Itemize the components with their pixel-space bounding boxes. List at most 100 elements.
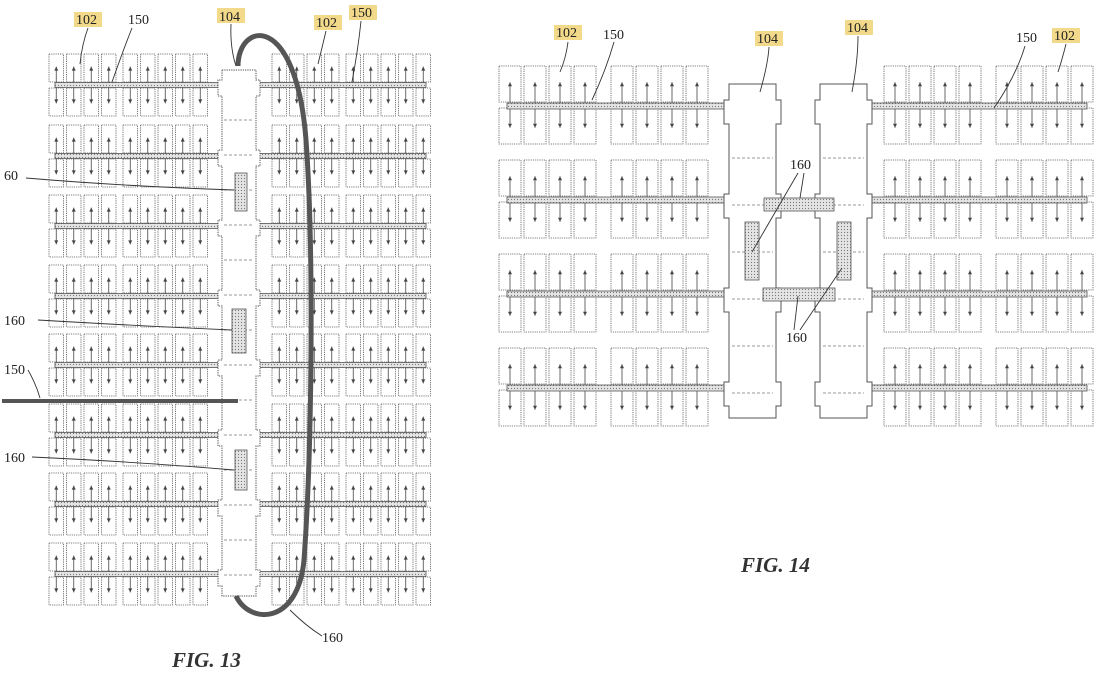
- fig13-tile-pair: [101, 403, 117, 467]
- fig13-label-160-b: 160: [4, 451, 25, 466]
- fig14-tile-pair: [610, 65, 634, 145]
- fig13-tile-pair: [157, 194, 173, 258]
- fig14-tile-pair: [660, 253, 684, 333]
- fig13-tile-pair: [83, 472, 99, 536]
- fig13-bus-bar-right: [249, 293, 427, 299]
- fig13-tile-pair: [271, 333, 287, 397]
- fig14-tile-pair: [1020, 253, 1044, 333]
- fig13-tile-pair: [398, 333, 414, 397]
- fig13-loop-connector-160: [233, 33, 314, 618]
- fig14-tile-pair: [635, 65, 659, 145]
- fig13-tile-pair: [345, 194, 361, 258]
- fig14-tile-pair: [610, 347, 634, 427]
- fig14-tile-pair: [1070, 159, 1094, 239]
- fig13-tile-pair: [175, 264, 191, 328]
- fig13-tile-pair: [48, 403, 64, 467]
- fig13-tile-pair: [271, 403, 287, 467]
- fig13-tile-pair: [324, 542, 340, 606]
- fig13-tile-pair: [83, 264, 99, 328]
- fig14-tile-pair: [635, 253, 659, 333]
- fig13-tile-pair: [363, 194, 379, 258]
- fig14-leader-lines: [559, 35, 1067, 331]
- fig13-tile-pair: [345, 333, 361, 397]
- fig13-tile-pair: [324, 124, 340, 188]
- fig13-connector-160: [231, 308, 247, 354]
- fig13-tile-pair: [122, 542, 138, 606]
- fig14-tile-pair: [660, 347, 684, 427]
- fig13-tile-pair: [157, 472, 173, 536]
- fig14-bus-bar-right: [854, 196, 1088, 204]
- fig14-tile-pair: [1020, 347, 1044, 427]
- fig13-tile-pair: [324, 472, 340, 536]
- fig13-label-102-right: 102: [316, 16, 337, 31]
- fig13-tile-pair: [415, 333, 431, 397]
- fig13-tile-pair: [83, 124, 99, 188]
- fig14-tile-pair: [498, 253, 522, 333]
- fig13-tile-pair: [66, 124, 82, 188]
- fig13-tile-pair: [175, 53, 191, 117]
- fig14-tile-pair: [635, 159, 659, 239]
- fig14-tile-pair: [1045, 65, 1069, 145]
- fig13-tile-pair: [345, 264, 361, 328]
- fig13-bus-bar-right: [249, 362, 427, 368]
- fig14-tile-pair: [548, 159, 572, 239]
- fig13-connector-160: [234, 449, 248, 491]
- fig14-tile-pair: [548, 347, 572, 427]
- fig14-tile-pair: [908, 65, 932, 145]
- fig13-tile-pair: [271, 542, 287, 606]
- fig13-caption: FIG. 13: [171, 648, 241, 672]
- fig13-bus-bar-left: [54, 153, 231, 159]
- fig14-bus-bar-left: [506, 102, 740, 110]
- fig13-tile-pair: [48, 194, 64, 258]
- fig14-connector-160: [763, 197, 835, 212]
- fig13-tile-pair: [175, 124, 191, 188]
- fig14-tile-pair: [548, 253, 572, 333]
- fig13-tile-pair: [192, 333, 208, 397]
- fig13-bus-bar-left: [54, 501, 231, 507]
- fig13-tile-pair: [415, 124, 431, 188]
- fig14-tile-pair: [498, 65, 522, 145]
- fig14-tile-pair: [995, 253, 1019, 333]
- fig13-tile-pair: [289, 333, 305, 397]
- fig13-bus-bar-right: [249, 82, 427, 88]
- fig14-label-102-right: 102: [1054, 29, 1075, 44]
- fig14-label-150-right: 150: [1016, 31, 1037, 46]
- fig14-bus-bar-left: [506, 196, 740, 204]
- fig14-connector-160: [762, 287, 836, 302]
- fig13-tile-pair: [66, 333, 82, 397]
- fig13-label-60: 60: [4, 169, 18, 184]
- fig14-tile-pair: [995, 65, 1019, 145]
- fig14-tile-pair: [933, 159, 957, 239]
- fig13-tile-pair: [363, 403, 379, 467]
- fig13-bus-bar-left: [54, 571, 231, 577]
- fig14-tile-pair: [1020, 65, 1044, 145]
- fig14-tile-pair: [523, 253, 547, 333]
- fig13-tile-pair: [306, 53, 322, 117]
- fig13-label-150-right: 150: [351, 6, 372, 21]
- fig14-tile-pair: [933, 65, 957, 145]
- fig13-tile-pair: [157, 53, 173, 117]
- fig13-tile-pair: [140, 472, 156, 536]
- fig13-tile-pair: [192, 194, 208, 258]
- fig14-tile-pair: [1045, 347, 1069, 427]
- fig13-tile-pair: [398, 472, 414, 536]
- fig13-bus-bar-right: [249, 223, 427, 229]
- fig14-tile-pair: [908, 253, 932, 333]
- fig13-tile-pair: [157, 264, 173, 328]
- fig13-tile-pair: [324, 53, 340, 117]
- fig13-tile-pair: [101, 124, 117, 188]
- fig14-tile-pair: [685, 65, 709, 145]
- fig13-tile-pair: [101, 53, 117, 117]
- fig13-label-102-left: 102: [76, 13, 97, 28]
- fig13-tile-pair: [289, 124, 305, 188]
- fig13-tile-pair: [271, 194, 287, 258]
- fig13-tile-pair: [175, 403, 191, 467]
- fig14-tile-pair: [933, 253, 957, 333]
- fig13-tile-pair: [83, 333, 99, 397]
- fig13-tile-pair: [324, 333, 340, 397]
- fig13-tile-pair: [192, 472, 208, 536]
- fig13-label-150-feed: 150: [4, 363, 25, 378]
- fig13-bus-bar-left: [54, 223, 231, 229]
- fig13-tile-pair: [415, 472, 431, 536]
- fig14-tile-pair: [883, 159, 907, 239]
